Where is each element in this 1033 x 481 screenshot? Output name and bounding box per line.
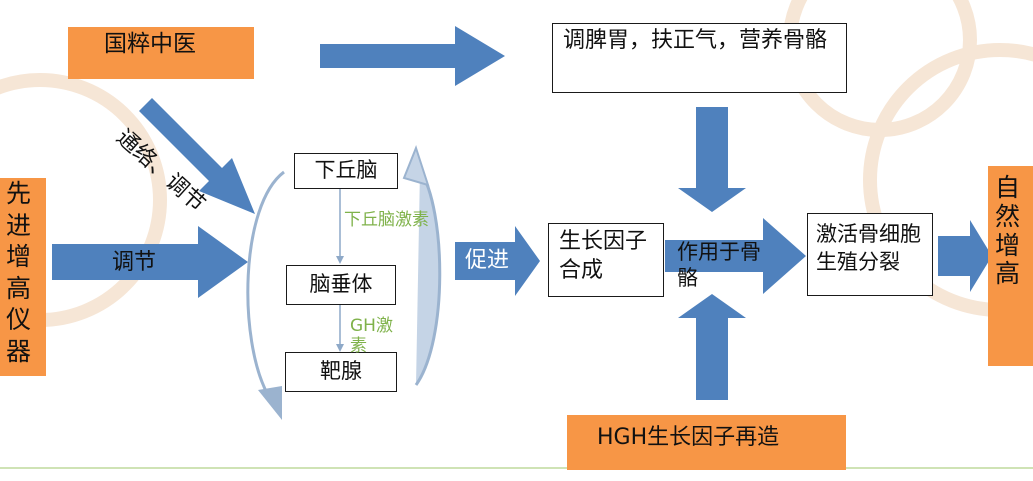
node-advanced: 先进增高仪器 — [0, 178, 46, 376]
label-promote: 促进 — [465, 248, 510, 273]
node-pituitary: 脑垂体 — [286, 265, 396, 305]
arrow-spleen-down — [678, 107, 746, 212]
node-activate: 激活骨细胞生殖分裂 — [807, 213, 933, 296]
arrow-regulate — [52, 226, 248, 298]
node-hypothalamus: 下丘脑 — [294, 153, 398, 189]
arrow-tongluo — [139, 98, 255, 214]
node-spleen: 调脾胃，扶正气，营养骨骼 — [552, 23, 847, 93]
label-gh-hormone: GH激素 — [350, 316, 393, 357]
label-hypothalamic-hormone: 下丘脑激素 — [344, 210, 429, 230]
cycle-arrow-right — [414, 169, 442, 386]
arrow-tcm-to-spleen — [320, 26, 505, 86]
arrow-hgh-up — [678, 294, 746, 400]
label-act-on-bone: 作用于骨骼 — [677, 240, 761, 291]
node-hgh: HGH生长因子再造 — [567, 415, 846, 470]
node-target: 靶腺 — [285, 352, 397, 392]
arrow-promote — [455, 226, 540, 296]
arrow-pituitary-to-target-head — [336, 344, 344, 352]
cycle-arrow-left — [246, 170, 285, 396]
arrow-hypothalamus-to-pituitary-head — [336, 256, 344, 264]
node-natural: 自然增高 — [988, 166, 1033, 366]
label-regulate: 调节 — [112, 250, 157, 275]
cycle-arrow-left-head — [258, 386, 282, 420]
arrow-act-on-bone — [665, 218, 806, 294]
arrow-to-natural — [938, 220, 992, 292]
node-growth-factor: 生长因子合成 — [548, 223, 664, 297]
cycle-arrow-right-head — [402, 145, 430, 187]
node-tcm: 国粹中医 — [68, 27, 254, 79]
